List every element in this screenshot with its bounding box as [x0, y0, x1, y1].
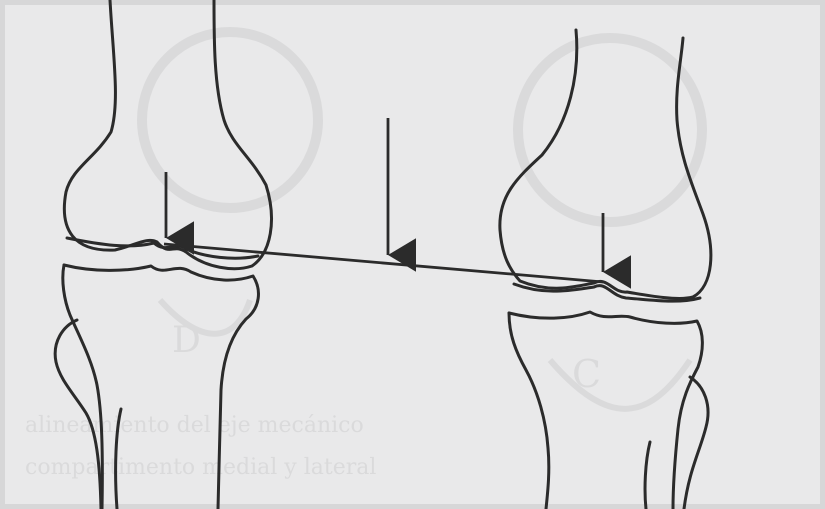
- bleed-line-1: alineamiento del eje mecánico: [25, 413, 364, 438]
- bleed-letter-d: D: [172, 320, 201, 361]
- bleed-line-2: compartimento medial y lateral: [25, 455, 376, 480]
- bleed-letter-c: C: [572, 352, 601, 396]
